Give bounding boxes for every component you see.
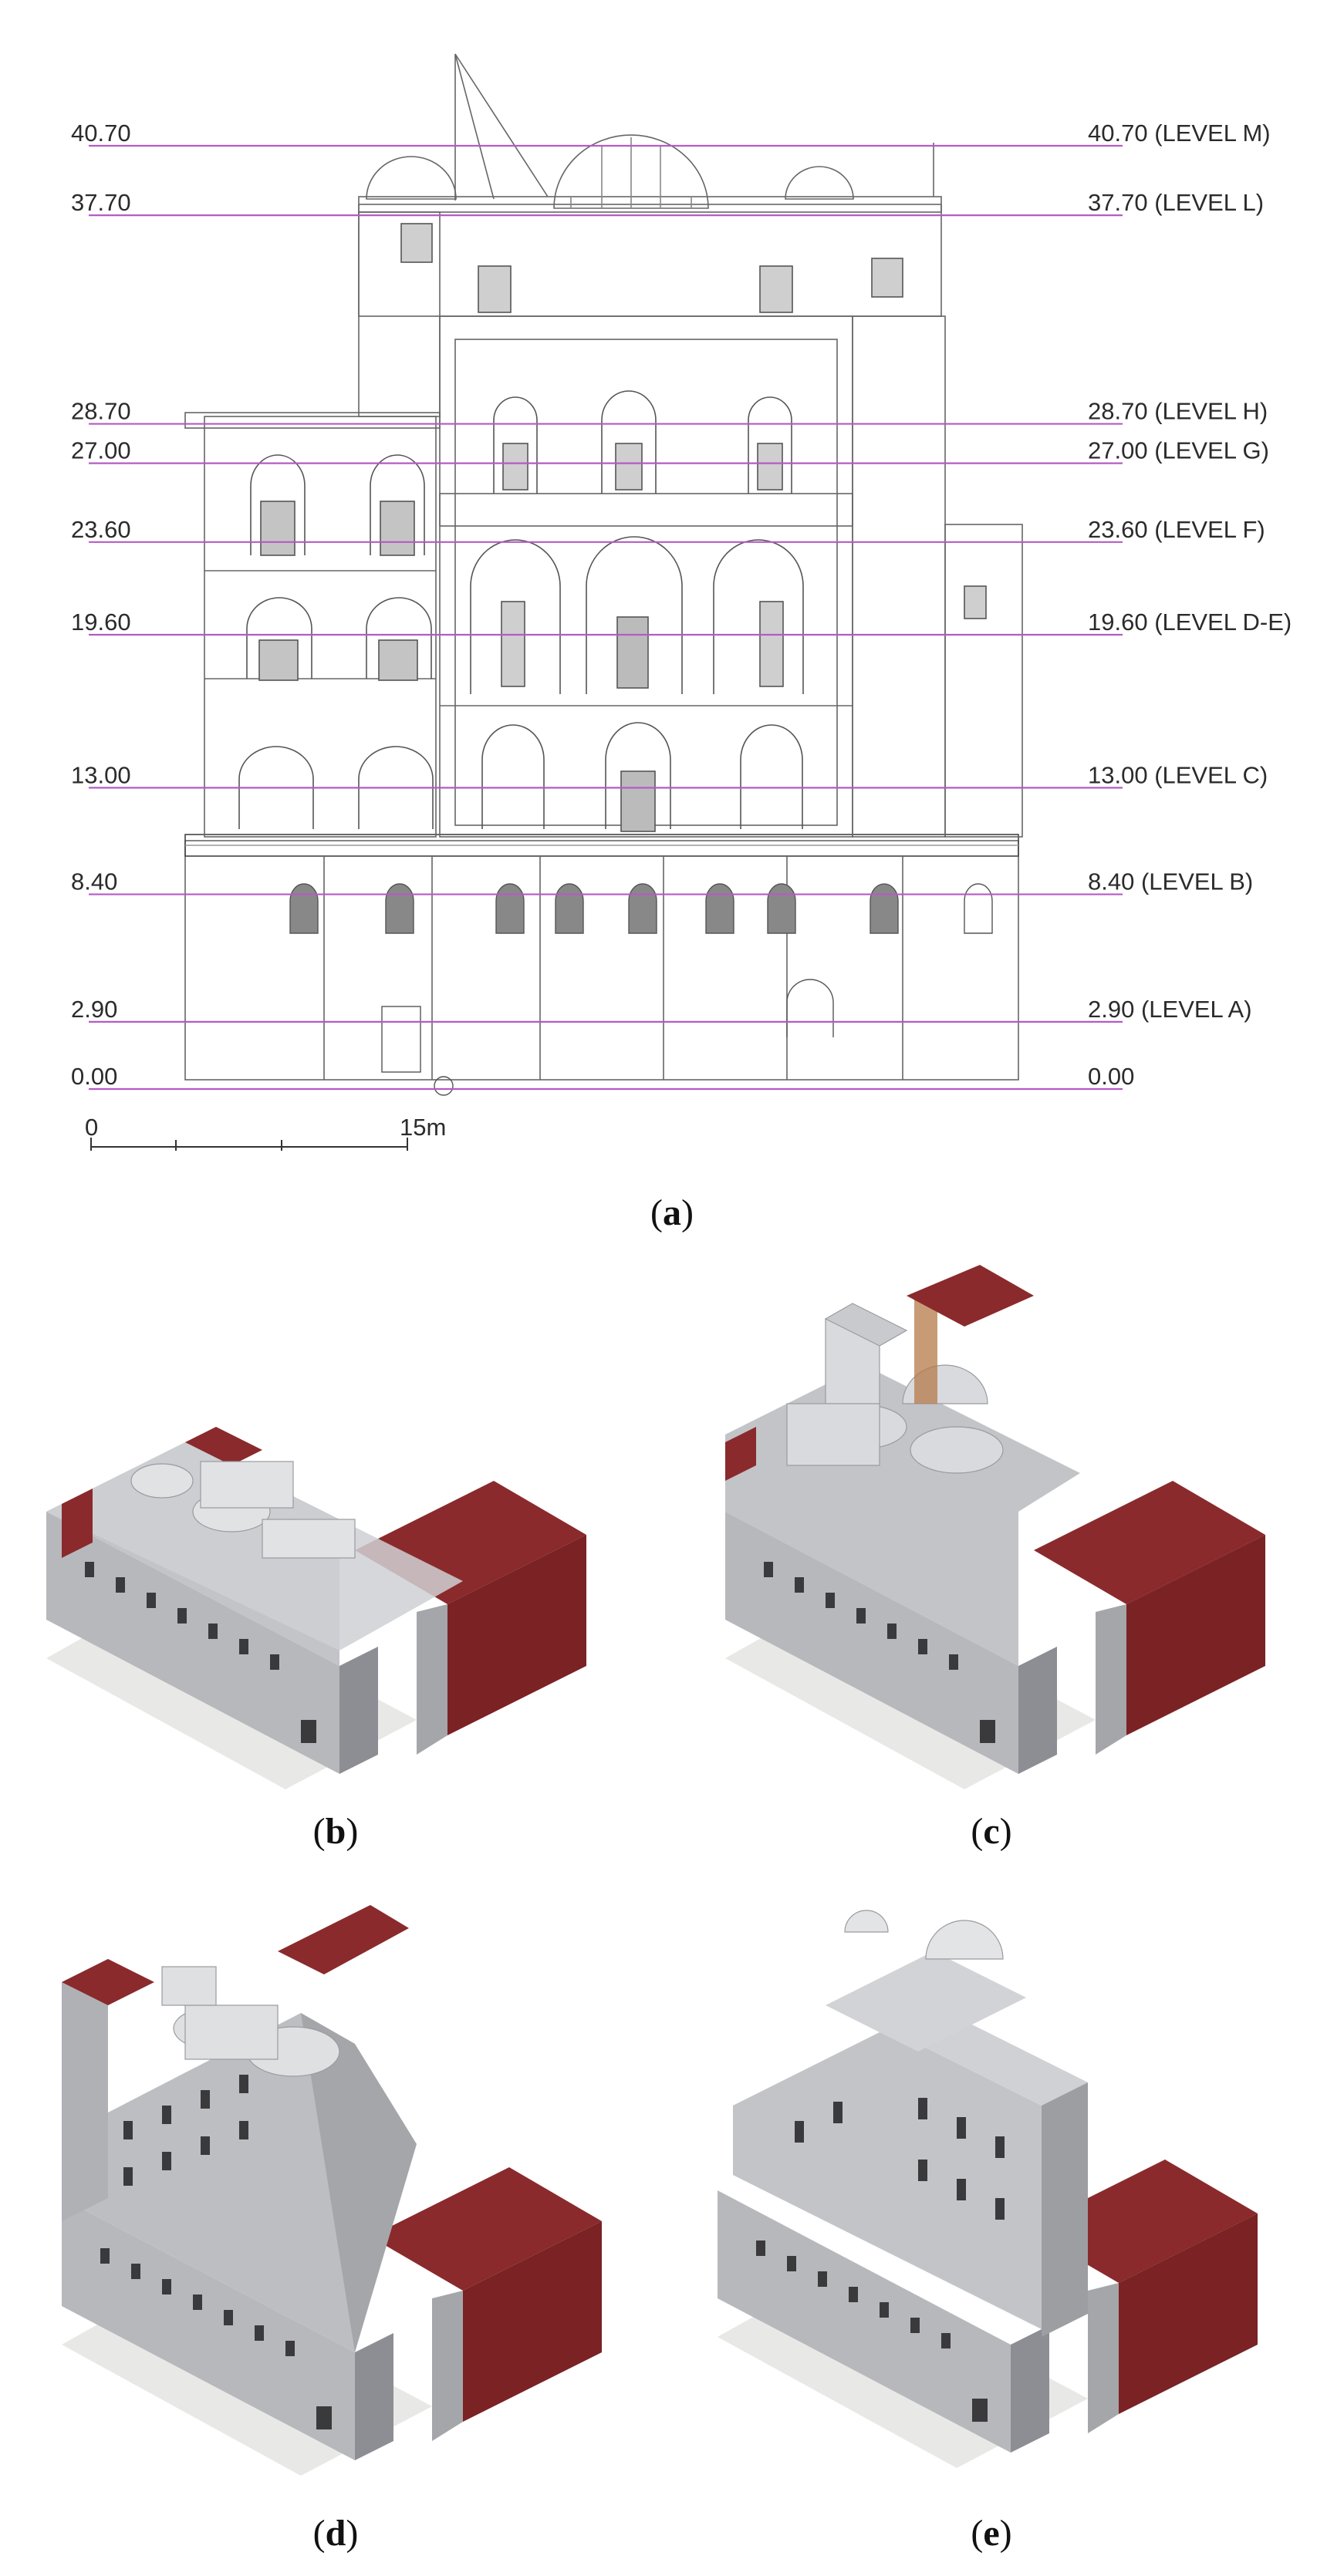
level-label-left: 2.90 [71, 996, 117, 1023]
caption-b: (b) [313, 1811, 359, 1852]
elevation-drawing [184, 53, 1023, 1081]
level-label-right: 8.40 (LEVEL B) [1088, 868, 1253, 895]
level-label-right: 28.70 (LEVEL H) [1088, 398, 1268, 425]
level-label-left: 23.60 [71, 516, 131, 543]
caption-c: (c) [971, 1811, 1011, 1852]
scale-bar-end-label: 15m [400, 1114, 446, 1141]
level-label-left: 27.00 [71, 437, 131, 464]
panel-a-elevation: 40.70 40.70 (LEVEL M) 37.70 37.70 (LEVEL L)… [71, 53, 1292, 1233]
level-label-left: 40.70 [71, 120, 131, 147]
level-label-right: 2.90 (LEVEL A) [1088, 996, 1252, 1023]
level-lines: 40.70 40.70 (LEVEL M) 37.70 37.70 (LEVEL L)… [71, 120, 1292, 1091]
level-label-right: 40.70 (LEVEL M) [1088, 120, 1271, 147]
level-label-left: 13.00 [71, 761, 131, 788]
caption-a: (a) [650, 1192, 694, 1233]
panel-c-render: (c) [725, 1265, 1265, 1852]
level-label-left: 28.70 [71, 398, 131, 425]
panel-d-render: (d) [62, 1905, 602, 2554]
level-label-right: 23.60 (LEVEL F) [1088, 516, 1265, 543]
level-label-left: 0.00 [71, 1063, 117, 1090]
level-label-right: 13.00 (LEVEL C) [1088, 761, 1268, 788]
caption-d: (d) [313, 2513, 359, 2554]
ground-floor-windows [289, 883, 993, 1096]
level-label-right: 37.70 (LEVEL L) [1088, 189, 1264, 216]
level-label-right: 0.00 [1088, 1063, 1134, 1090]
level-label-left: 8.40 [71, 868, 117, 895]
scale-bar-start-label: 0 [85, 1114, 98, 1141]
panel-b-render: (b) [46, 1427, 586, 1852]
panel-e-render: (e) [718, 1910, 1258, 2554]
elevation-windows [238, 223, 987, 832]
level-label-left: 19.60 [71, 609, 131, 636]
level-label-right: 19.60 (LEVEL D-E) [1088, 609, 1292, 636]
caption-e: (e) [971, 2513, 1011, 2554]
scale-bar: 0 15m [85, 1114, 446, 1151]
level-label-right: 27.00 (LEVEL G) [1088, 437, 1269, 464]
level-label-left: 37.70 [71, 189, 131, 216]
